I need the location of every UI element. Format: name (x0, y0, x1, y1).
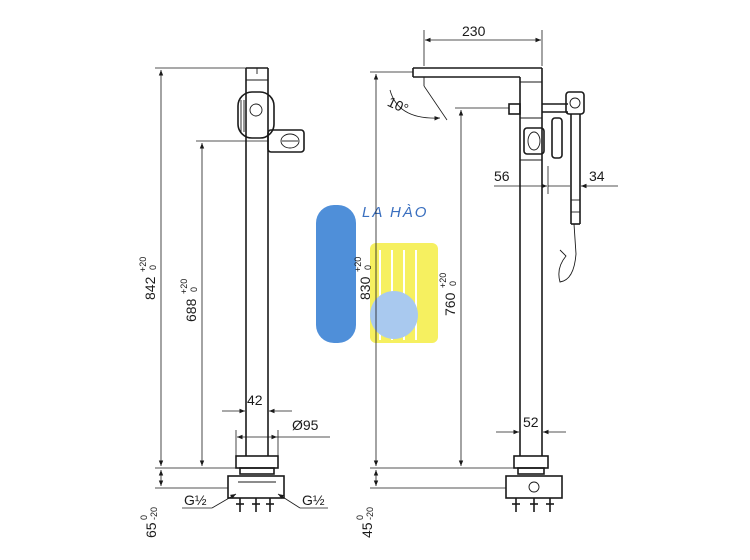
svg-text:0: 0 (448, 281, 458, 286)
svg-text:+20: +20 (353, 257, 363, 272)
thread-label-left: G½ (184, 492, 207, 508)
svg-text:+20: +20 (179, 279, 189, 294)
dim-34: 34 (589, 168, 605, 184)
right-view: 230 10° 830 +20 0 760 +20 0 56 34 (353, 23, 618, 538)
dim-688: 688 +20 0 (179, 279, 199, 322)
dim-830: 830 +20 0 (353, 257, 373, 300)
svg-text:65: 65 (143, 522, 159, 538)
dim-diameter-95: Ø95 (292, 417, 319, 433)
svg-text:0: 0 (189, 287, 199, 292)
dim-760: 760 +20 0 (438, 273, 458, 316)
svg-text:+20: +20 (138, 257, 148, 272)
svg-text:0: 0 (148, 265, 158, 270)
svg-text:45: 45 (359, 522, 375, 538)
dim-230: 230 (462, 23, 486, 39)
svg-text:760: 760 (442, 292, 458, 316)
svg-text:0: 0 (363, 265, 373, 270)
logo-blue-bar (316, 205, 356, 343)
svg-text:830: 830 (357, 276, 373, 300)
svg-text:-20: -20 (149, 507, 159, 520)
thread-label-right: G½ (302, 492, 325, 508)
dim-42: 42 (247, 392, 263, 408)
dim-52: 52 (523, 414, 539, 430)
svg-text:+20: +20 (438, 273, 448, 288)
watermark-logo: LA HÀO (316, 204, 438, 343)
svg-text:688: 688 (183, 298, 199, 322)
dim-56: 56 (494, 168, 510, 184)
svg-text:0: 0 (139, 515, 149, 520)
svg-text:0: 0 (355, 515, 365, 520)
dim-angle-10: 10° (385, 93, 411, 116)
logo-circle (370, 291, 418, 339)
svg-text:842: 842 (142, 276, 158, 300)
dim-65: 65 0 -20 (139, 507, 159, 538)
dim-842: 842 +20 0 (138, 257, 158, 300)
right-base-feet (512, 498, 554, 512)
left-base-feet (236, 498, 274, 512)
watermark-text: LA HÀO (362, 204, 428, 221)
left-view: 842 +20 0 688 +20 0 42 Ø95 65 0 -20 (138, 67, 330, 538)
svg-text:-20: -20 (365, 507, 375, 520)
dim-45: 45 0 -20 (355, 507, 375, 538)
